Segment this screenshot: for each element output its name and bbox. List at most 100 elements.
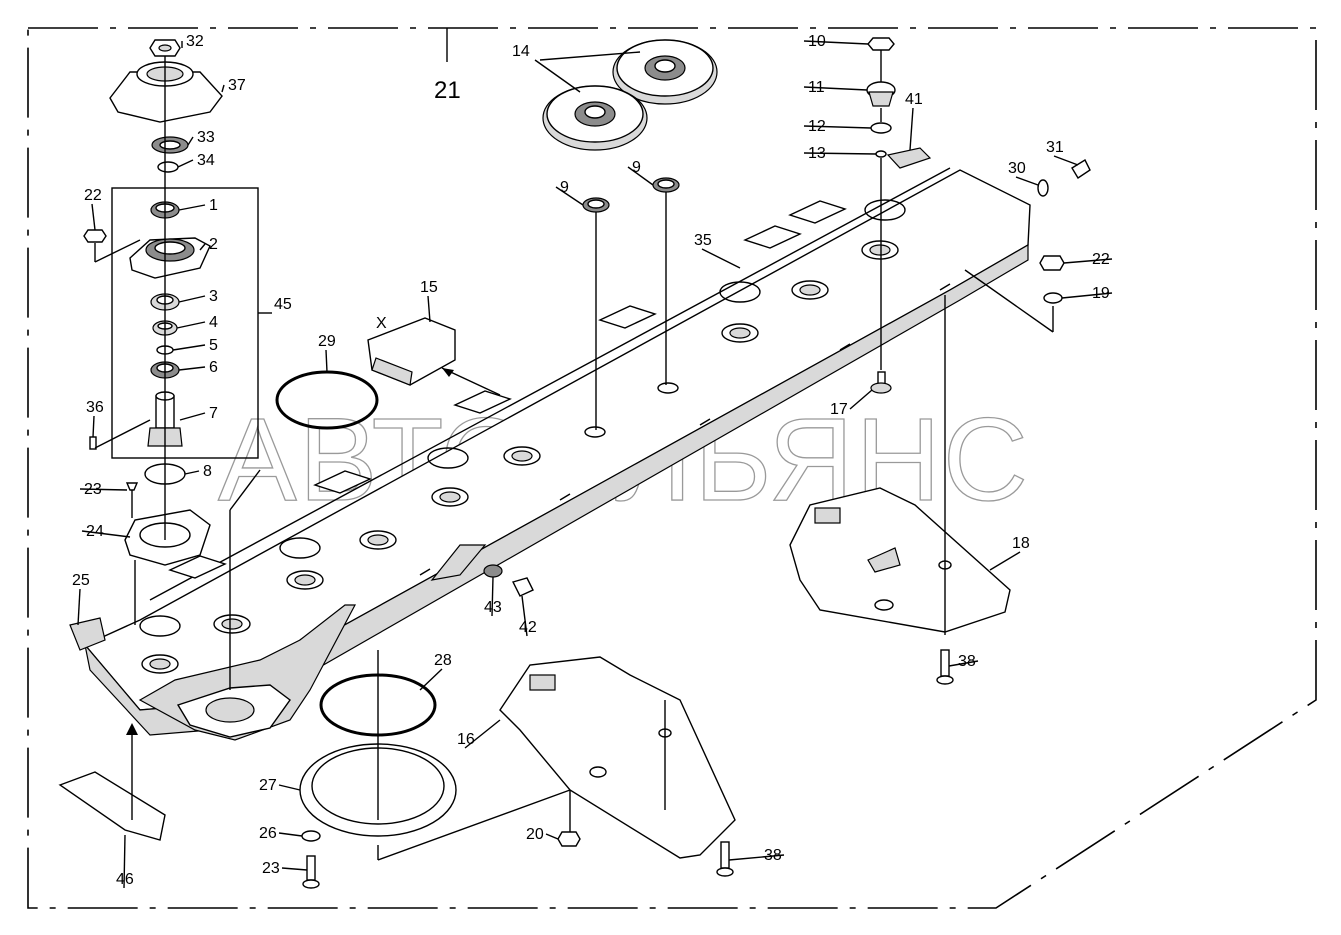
callout-c41: 41 — [905, 91, 923, 108]
callout-leader-c12 — [803, 125, 872, 129]
callout-leader-c9b — [627, 166, 654, 186]
callout-c8: 8 — [203, 463, 212, 480]
skid-25 — [69, 617, 106, 651]
callout-leader-c29 — [325, 349, 328, 373]
callout-leader-c10 — [803, 40, 869, 45]
callout-leader-c23a — [79, 488, 128, 491]
callout-leader-c36 — [92, 415, 95, 438]
callout-leader-c38b — [728, 854, 785, 861]
skid-plate-18 — [789, 487, 1011, 633]
end-housing-hole — [205, 697, 255, 723]
callout-leader-c26 — [278, 832, 303, 837]
callout-c23b: 23 — [262, 860, 280, 877]
callout-c1: 1 — [209, 197, 218, 214]
plug-42 — [511, 577, 534, 597]
bolt-23-bottom — [306, 855, 316, 881]
right-top-stack — [866, 37, 932, 394]
skid-plate-16-slot — [529, 674, 556, 691]
washer-26 — [301, 830, 321, 842]
arrow-15-head — [442, 368, 454, 377]
callout-leader-c23b — [281, 867, 308, 871]
callout-leader-c2 — [199, 243, 206, 251]
callout-c22a: 22 — [84, 187, 102, 204]
callout-leader-c38a — [948, 660, 979, 667]
callout-c30: 30 — [1008, 160, 1026, 177]
callout-leader-c43 — [491, 576, 494, 617]
callout-leader-c13 — [803, 152, 877, 155]
bolt-38-right — [940, 649, 950, 677]
washer-19 — [1043, 292, 1063, 304]
callout-leader-c30 — [1015, 176, 1039, 186]
callout-c16: 16 — [457, 731, 475, 748]
callout-leader-c33 — [187, 136, 194, 146]
callout-leader-c17 — [849, 389, 873, 410]
callout-leader-c14-0 — [534, 59, 581, 93]
shoe-15-face — [371, 357, 413, 386]
gears-14 — [542, 39, 718, 430]
callout-leader-c22a — [91, 203, 96, 231]
callout-c20: 20 — [526, 826, 544, 843]
callout-c23a: 23 — [84, 481, 102, 498]
callout-leader-c9a — [555, 186, 584, 206]
callout-c34: 34 — [197, 152, 215, 169]
arrow-46-head — [126, 723, 138, 735]
callout-leader-c35 — [701, 248, 741, 269]
callout-leader-c41 — [909, 107, 914, 151]
callout-leader-c46 — [123, 834, 126, 889]
callout-c6: 6 — [209, 359, 218, 376]
callout-leader-c31 — [1053, 155, 1079, 166]
callout-c13: 13 — [808, 145, 826, 162]
callout-c2: 2 — [209, 236, 218, 253]
callout-c33: 33 — [197, 129, 215, 146]
callout-c32: 32 — [186, 33, 204, 50]
callout-c17: 17 — [830, 401, 848, 418]
callout-c4: 4 — [209, 314, 218, 331]
callout-leader-c34 — [177, 159, 194, 168]
callout-leader-c20 — [545, 833, 559, 840]
seal-43 — [483, 564, 503, 578]
callout-c42: 42 — [519, 619, 537, 636]
callout-c27: 27 — [259, 777, 277, 794]
callout-c37: 37 — [228, 77, 246, 94]
view-marker: X — [376, 315, 387, 332]
bracket-42 — [430, 544, 487, 581]
callout-leader-c1 — [178, 204, 206, 211]
cutter-bar-frame — [83, 167, 1031, 736]
callout-leader-c25 — [77, 588, 81, 626]
callout-c25: 25 — [72, 572, 90, 589]
assembly-boundary — [27, 27, 1317, 909]
callout-c43: 43 — [484, 599, 502, 616]
callout-leader-c11 — [803, 86, 868, 91]
nut-20 — [557, 831, 581, 847]
washer-30 — [1037, 179, 1049, 197]
callout-leader-c8 — [184, 470, 200, 475]
assembly-label: 21 — [434, 77, 461, 104]
callout-leader-c3 — [178, 295, 206, 303]
callout-leader-c24 — [81, 530, 131, 538]
callout-leader-c42 — [521, 595, 528, 637]
callout-leader-c28 — [419, 668, 443, 691]
callout-c29: 29 — [318, 333, 336, 350]
callout-c10: 10 — [808, 33, 826, 50]
callout-c18: 18 — [1012, 535, 1030, 552]
callout-c24: 24 — [86, 523, 104, 540]
skid-plate-16 — [499, 656, 736, 859]
callout-c11: 11 — [808, 79, 825, 96]
callout-c9b: 9 — [632, 159, 641, 176]
callout-c15: 15 — [420, 279, 438, 296]
callout-c3: 3 — [209, 288, 218, 305]
callout-leader-c4 — [176, 321, 206, 329]
callout-leader-c16 — [464, 719, 501, 749]
callout-c14: 14 — [512, 43, 530, 60]
callout-leader-c14-1 — [539, 51, 641, 61]
callout-leader-c22b — [1063, 258, 1113, 264]
callout-leader-c15 — [427, 295, 431, 323]
callout-c36: 36 — [86, 399, 104, 416]
callout-leader-c19 — [1061, 292, 1113, 299]
callout-c22b: 22 — [1092, 251, 1110, 268]
bolt-38-bottom — [720, 841, 730, 869]
skid-plate-18-slot — [814, 507, 841, 524]
callout-leader-c18 — [989, 551, 1021, 571]
